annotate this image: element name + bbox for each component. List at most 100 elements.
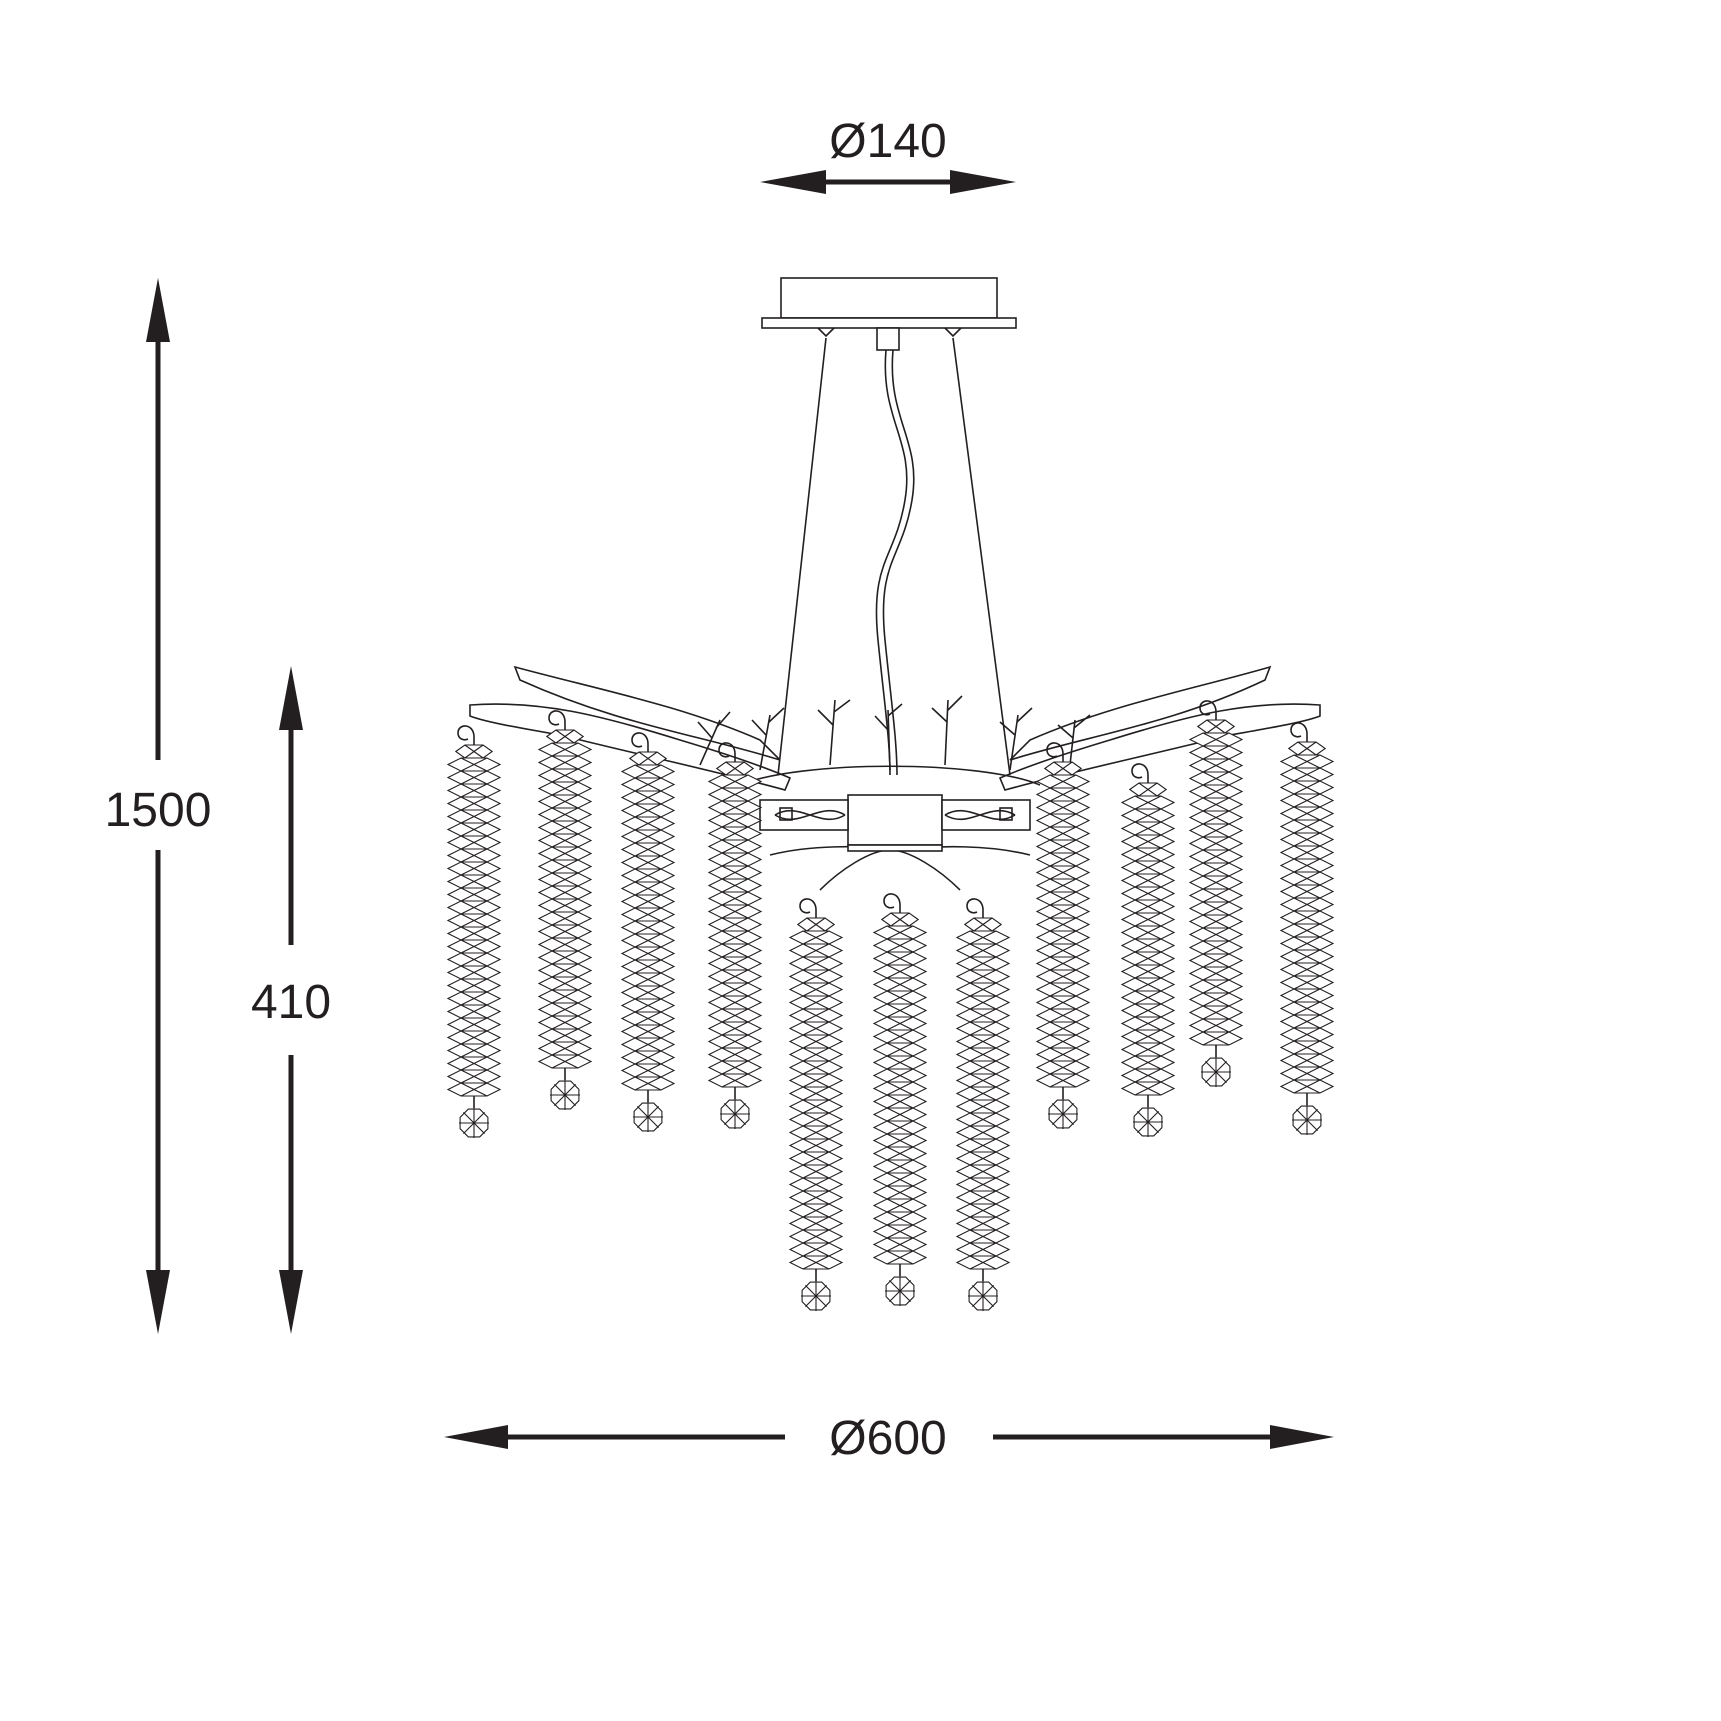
crystal-facet	[460, 1056, 488, 1071]
crystal-strand	[620, 732, 676, 1132]
crystal-facet	[1202, 784, 1230, 799]
crystal-facet	[634, 894, 662, 909]
canopy-diameter-dimension: Ø140	[760, 115, 1016, 194]
arrow-up-icon	[279, 666, 303, 730]
crystal-facet	[551, 976, 579, 991]
crystal-facet	[1293, 832, 1321, 847]
crystal-facet	[1049, 1021, 1077, 1036]
drop-facet	[805, 1285, 827, 1307]
crystal-facet	[886, 1029, 914, 1044]
crystal-facet	[460, 809, 488, 824]
crystal-facet	[1049, 878, 1077, 893]
lower-branch	[819, 849, 961, 891]
crystal-facet	[886, 925, 914, 940]
crystal-facet	[886, 1224, 914, 1239]
crystal-facet	[1202, 927, 1230, 942]
crystal-facet	[1293, 962, 1321, 977]
crystal-facet	[1134, 808, 1162, 823]
crystal-facet	[1049, 1008, 1077, 1023]
branch-arm-left-upper	[513, 665, 781, 761]
hook-icon	[718, 742, 736, 758]
drop-facet	[1137, 1111, 1159, 1133]
crystal-facet	[634, 1063, 662, 1078]
crystal-facet	[806, 917, 826, 932]
crystal-facet	[1293, 1079, 1321, 1094]
crystal-facet	[1134, 847, 1162, 862]
crystal-facet	[802, 1086, 830, 1101]
crystal-facet	[1293, 819, 1321, 834]
crystal-facet	[634, 777, 662, 792]
drop-facet	[554, 1084, 576, 1106]
crystal-facet	[1049, 787, 1077, 802]
crystal-facet	[886, 1250, 914, 1265]
crystal-facet	[1202, 875, 1230, 890]
crystal-facet	[1049, 995, 1077, 1010]
coral-sprig	[931, 695, 963, 766]
crystal-facet	[1202, 914, 1230, 929]
crystal-facet	[969, 1164, 997, 1179]
crystal-facet	[1134, 964, 1162, 979]
led-chip-icon	[779, 807, 793, 821]
crystal-facet	[460, 887, 488, 902]
crystal-strand	[1279, 722, 1335, 1135]
crystal-facet	[802, 930, 830, 945]
crystal-facet	[886, 1016, 914, 1031]
crystal-facet	[721, 813, 749, 828]
crystal-strand	[955, 898, 1011, 1311]
crystal-facet	[1293, 1027, 1321, 1042]
crystal-facet	[634, 1011, 662, 1026]
crystal-facet	[460, 770, 488, 785]
crystal-facet	[1134, 899, 1162, 914]
crystal-facet	[638, 751, 658, 766]
crystal-facet	[551, 820, 579, 835]
crystal-facet	[551, 1054, 579, 1069]
crystal-facet	[969, 1060, 997, 1075]
crystal-facet	[802, 943, 830, 958]
crystal-facet	[802, 1034, 830, 1049]
crystal-facet	[464, 744, 484, 759]
crystal-facet	[1202, 758, 1230, 773]
crystal-facet	[802, 1099, 830, 1114]
crystal-facet	[886, 1146, 914, 1161]
crystal-facet	[802, 1190, 830, 1205]
suspension-wire-right	[952, 337, 1011, 776]
crystal-facet	[1049, 1034, 1077, 1049]
crystal-facet	[721, 865, 749, 880]
crystal-facet	[886, 977, 914, 992]
crystal-facet	[1049, 774, 1077, 789]
crystal-facet	[969, 1021, 997, 1036]
crystal-facet	[1202, 966, 1230, 981]
crystal-facet	[969, 1125, 997, 1140]
crystal-facet	[460, 926, 488, 941]
crystal-facet	[551, 872, 579, 887]
crystal-facet	[460, 874, 488, 889]
canopy-diameter-label: Ø140	[829, 115, 946, 168]
crystal-facet	[802, 1021, 830, 1036]
crystal-facet	[969, 1203, 997, 1218]
crystal-facet	[1049, 852, 1077, 867]
crystal-facet	[1049, 943, 1077, 958]
crystal-strand	[1120, 763, 1176, 1137]
crystal-facet	[969, 1034, 997, 1049]
led-pattern-left	[774, 809, 846, 821]
crystal-facet	[460, 783, 488, 798]
crystal-facet	[1297, 741, 1317, 756]
crystal-facet	[1134, 925, 1162, 940]
crystal-facet	[886, 1107, 914, 1122]
crystal-facet	[634, 907, 662, 922]
crystal-facet	[634, 933, 662, 948]
hook-icon	[883, 893, 901, 909]
crystal-facet	[1049, 969, 1077, 984]
crystal-facet	[1202, 797, 1230, 812]
crystal-facet	[1293, 936, 1321, 951]
crystal-facet	[460, 978, 488, 993]
crystal-facet	[460, 965, 488, 980]
crystal-facet	[634, 972, 662, 987]
crystal-facet	[1202, 979, 1230, 994]
crystal-facet	[634, 790, 662, 805]
coral-sprig	[817, 699, 851, 766]
crystal-facet	[1202, 1031, 1230, 1046]
crystal-facet	[551, 768, 579, 783]
crystal-facet	[634, 1050, 662, 1065]
